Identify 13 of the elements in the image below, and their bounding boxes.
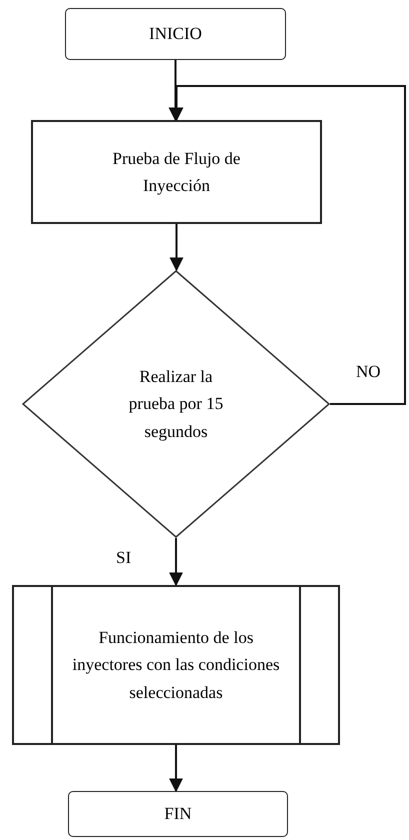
node-label: Realizar la prueba por 15 segundos xyxy=(128,366,224,443)
node-label: Funcionamiento de los inyectores con las condiciones seleccionadas xyxy=(72,627,280,704)
arrow xyxy=(170,224,184,272)
node-label: INICIO xyxy=(149,23,202,46)
arrow xyxy=(169,745,183,792)
arrow xyxy=(169,538,183,586)
node-label: FIN xyxy=(164,803,192,826)
predefined-process-box xyxy=(12,585,340,745)
terminal-box xyxy=(65,8,286,60)
decision-diamond xyxy=(22,270,330,538)
terminal-box xyxy=(68,791,288,837)
process-box xyxy=(31,120,322,224)
node-label: Prueba de Flujo de Inyección xyxy=(112,148,242,197)
